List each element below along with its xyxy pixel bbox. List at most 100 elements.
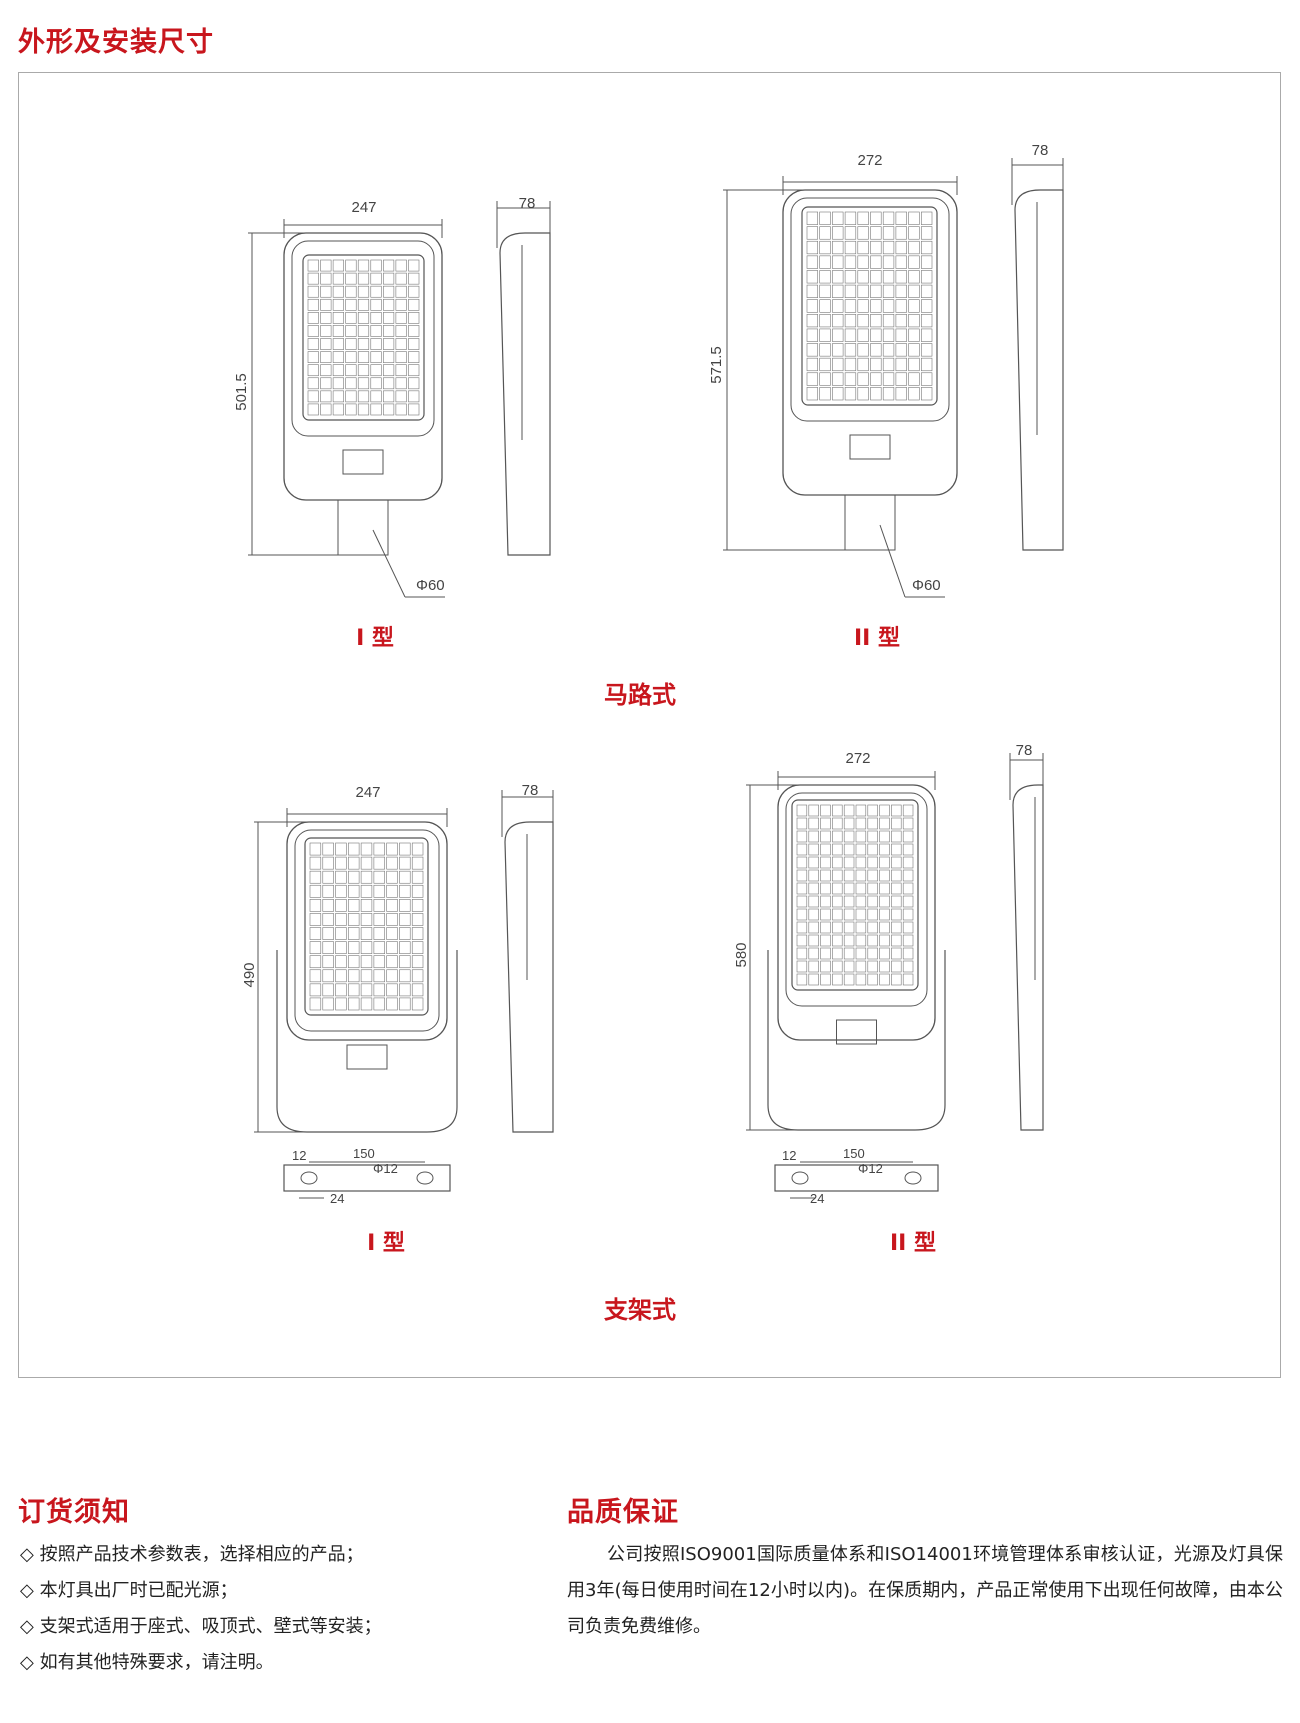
led-cell — [796, 973, 808, 986]
led-cell — [370, 259, 382, 272]
led-cell — [855, 830, 867, 843]
diamond-bullet-icon: ◇ — [20, 1580, 34, 1601]
led-cell — [322, 927, 334, 940]
led-cell — [307, 259, 319, 272]
road-1-height: 501.5 — [233, 373, 250, 411]
led-cell — [357, 259, 370, 272]
led-cell — [320, 390, 332, 403]
led-cell — [345, 338, 357, 350]
led-cell — [820, 882, 831, 895]
led-cell — [857, 299, 869, 313]
led-cell — [370, 351, 382, 363]
led-cell — [348, 955, 360, 969]
ordering-title: 订货须知 — [18, 1497, 130, 1528]
led-cell — [796, 882, 808, 895]
led-cell — [383, 272, 395, 285]
led-cell — [408, 338, 420, 350]
bracket-1-base-edge: 12 — [292, 1148, 306, 1163]
led-cell — [332, 298, 344, 311]
led-cell — [844, 270, 857, 284]
led-cell — [386, 969, 398, 983]
led-cell — [383, 298, 395, 311]
led-cell — [399, 941, 411, 954]
led-cell — [806, 328, 818, 342]
quality-title: 品质保证 — [567, 1497, 679, 1528]
led-cell — [808, 960, 819, 973]
led-cell — [855, 804, 867, 817]
led-cell — [882, 328, 895, 342]
led-cell — [408, 285, 420, 298]
led-cell — [820, 895, 831, 908]
led-cell — [819, 211, 831, 225]
led-cell — [357, 351, 370, 363]
diamond-bullet-icon: ◇ — [20, 1652, 34, 1673]
led-cell — [857, 255, 869, 269]
led-cell — [882, 387, 895, 401]
quality-text: 公司按照ISO9001国际质量体系和ISO14001环境管理体系审核认证，光源及… — [567, 1544, 1283, 1637]
led-cell — [370, 298, 382, 311]
led-cell — [806, 299, 818, 313]
led-cell — [307, 351, 319, 363]
side-view — [499, 232, 551, 556]
led-cell — [920, 284, 933, 298]
led-cell — [844, 240, 857, 255]
led-cell — [320, 338, 332, 350]
road-1-pole: Φ60 — [416, 577, 445, 594]
led-cell — [357, 364, 370, 377]
led-cell — [411, 997, 424, 1011]
led-cell — [335, 927, 347, 940]
led-cell — [867, 869, 878, 882]
led-cell — [843, 960, 855, 973]
led-cell — [411, 941, 424, 954]
led-cell — [879, 895, 890, 908]
led-cell — [819, 255, 831, 269]
led-cell — [891, 817, 902, 830]
list-item: ◇ 本灯具出厂时已配光源； — [20, 1573, 382, 1609]
led-cell — [408, 364, 420, 377]
led-cell — [399, 884, 411, 898]
led-cell — [867, 934, 878, 947]
led-cell — [307, 338, 319, 350]
led-cell — [345, 351, 357, 363]
led-cell — [806, 343, 818, 357]
led-cell — [820, 921, 831, 934]
led-cell — [882, 372, 895, 386]
led-cell — [411, 856, 424, 870]
led-cell — [386, 899, 398, 912]
bracket-1-height: 490 — [241, 962, 258, 987]
led-cell — [320, 403, 332, 416]
led-cell — [855, 856, 867, 869]
led-cell — [855, 869, 867, 882]
lamp-housing — [286, 821, 448, 1041]
led-cell — [307, 285, 319, 298]
led-cell — [806, 357, 818, 372]
ordering-item: 按照产品技术参数表，选择相应的产品； — [39, 1544, 364, 1565]
led-cell — [882, 284, 895, 298]
led-cell — [332, 259, 344, 272]
led-cell — [920, 240, 933, 255]
bracket-1-base-slot: 24 — [330, 1191, 344, 1206]
led-cell — [345, 312, 357, 324]
led-cell — [832, 908, 843, 921]
led-cell — [360, 969, 373, 983]
led-cell — [819, 240, 831, 255]
led-cell — [908, 299, 920, 313]
led-cell — [855, 947, 867, 960]
led-cell — [882, 226, 895, 240]
led-cell — [908, 240, 920, 255]
led-cell — [902, 973, 914, 986]
led-cell — [819, 270, 831, 284]
bracket-2-width: 272 — [845, 750, 870, 767]
led-cell — [819, 328, 831, 342]
led-cell — [844, 357, 857, 372]
led-cell — [844, 284, 857, 298]
led-cell — [408, 403, 420, 416]
led-cell — [882, 343, 895, 357]
led-cell — [411, 870, 424, 884]
bracket-2-base-edge: 12 — [782, 1148, 796, 1163]
led-cell — [808, 882, 819, 895]
led-cell — [844, 343, 857, 357]
led-cell — [383, 312, 395, 324]
led-panel — [801, 206, 938, 406]
led-cell — [844, 226, 857, 240]
